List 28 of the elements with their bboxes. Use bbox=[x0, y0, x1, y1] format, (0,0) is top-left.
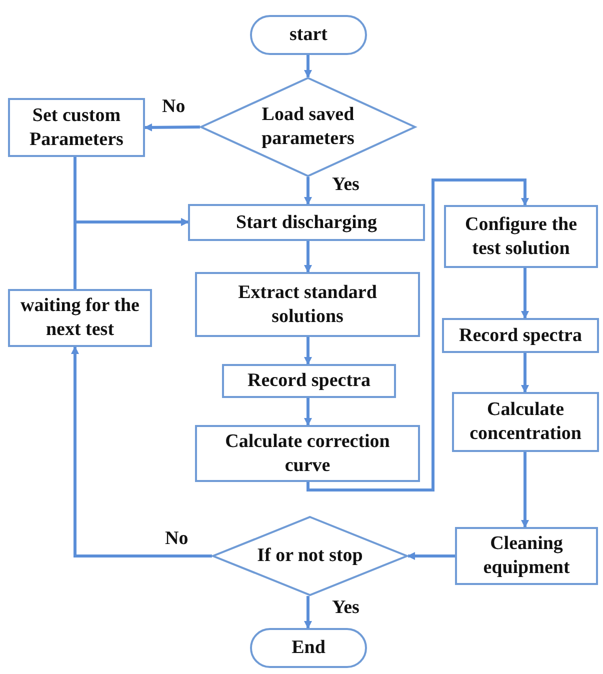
decision-text: Load saved parameters bbox=[260, 103, 356, 151]
terminal-box: start bbox=[250, 15, 367, 55]
arrow bbox=[71, 346, 212, 558]
arrow bbox=[304, 177, 312, 205]
arrow bbox=[74, 218, 189, 289]
arrow bbox=[144, 123, 200, 132]
arrow bbox=[407, 552, 455, 560]
arrow bbox=[304, 241, 312, 273]
arrow bbox=[304, 398, 312, 426]
decision-text: If or not stop bbox=[256, 544, 364, 568]
arrow bbox=[306, 178, 529, 492]
process-box: Calculate correction curve bbox=[195, 425, 420, 482]
arrow bbox=[521, 353, 529, 393]
process-box: waiting for the next test bbox=[8, 289, 152, 347]
process-box: Set custom Parameters bbox=[8, 98, 145, 157]
process-box: Record spectra bbox=[222, 364, 396, 398]
arrow bbox=[521, 452, 529, 528]
process-box: Configure the test solution bbox=[444, 205, 598, 268]
process-box: Calculate concentration bbox=[452, 392, 599, 452]
arrow bbox=[304, 55, 312, 78]
arrow bbox=[521, 268, 529, 319]
process-box: Record spectra bbox=[442, 318, 599, 353]
process-box: Start discharging bbox=[188, 204, 425, 241]
arrow bbox=[304, 596, 312, 629]
arrow bbox=[304, 337, 312, 365]
terminal-box: End bbox=[250, 628, 367, 668]
process-box: Cleaning equipment bbox=[455, 527, 598, 585]
process-box: Extract standard solutions bbox=[195, 272, 420, 337]
